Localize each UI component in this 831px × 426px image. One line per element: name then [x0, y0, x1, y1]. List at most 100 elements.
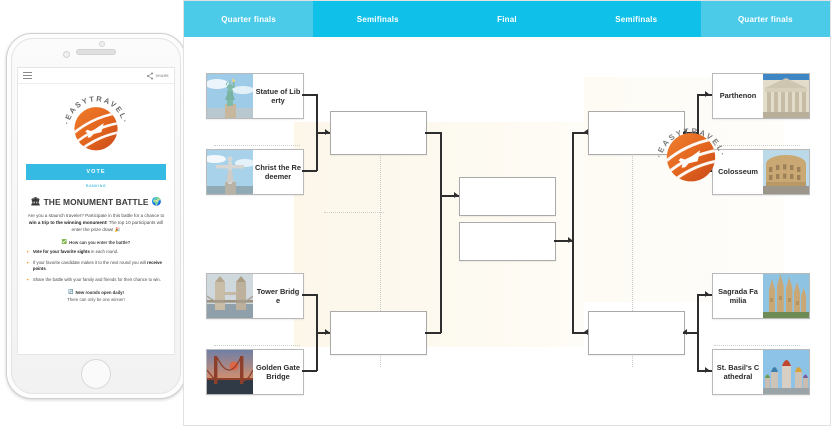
phone-home-button[interactable] — [81, 359, 111, 389]
connector — [697, 294, 712, 296]
refresh-icon: 🔄 — [68, 289, 74, 295]
connector-arrow — [325, 329, 329, 335]
divider-semi-left — [324, 212, 384, 214]
golden-gate-bridge-photo — [207, 350, 253, 394]
connector-arrow — [584, 129, 588, 135]
connector — [683, 132, 697, 134]
app-topbar: SHARE — [18, 68, 174, 84]
bracket-card-sagrada-familia[interactable]: Sagrada Familia — [712, 273, 810, 319]
connector — [440, 195, 459, 197]
connector-arrow — [584, 329, 588, 335]
final-slot-bottom[interactable] — [459, 222, 556, 261]
battle-closing-text: New rounds open daily! — [75, 289, 124, 295]
parthenon-image — [763, 74, 809, 118]
connector — [683, 332, 697, 334]
ranking-link[interactable]: RANKING — [85, 184, 107, 188]
share-button[interactable]: SHARE — [146, 72, 169, 80]
bracket-card-parthenon[interactable]: Parthenon — [712, 73, 810, 119]
list-item: 🔸 If your favorite candidate makes it to… — [25, 260, 167, 273]
semifinal-slot-right-bottom[interactable] — [588, 311, 685, 355]
battle-closing: 🔄 New rounds open daily! — [25, 289, 167, 295]
desc-part-1: Are you a staunch traveler? Participate … — [27, 213, 165, 218]
connector-arrow — [705, 291, 709, 297]
bracket-card-st-basils-cathedral[interactable]: St. Basil's Cathedral — [712, 349, 810, 395]
connector — [572, 238, 574, 333]
semifinal-slot-left-bottom[interactable] — [330, 311, 427, 355]
bracket-card-colosseum[interactable]: Colosseum — [712, 149, 810, 195]
divider-right — [632, 137, 634, 367]
divider-card-right-top — [714, 145, 800, 147]
battle-question: ✅ How can you enter the battle? — [25, 239, 167, 245]
connector — [572, 332, 588, 334]
connector — [425, 132, 441, 134]
connector-arrow — [705, 91, 709, 97]
bracket-card-golden-gate-bridge[interactable]: Golden Gate Bridge — [206, 349, 304, 395]
globe-plane-logo-icon: ·EASYTRAVEL· — [62, 94, 128, 151]
tower-bridge-photo — [207, 274, 253, 318]
divider-card-left-bottom — [214, 345, 300, 347]
semifinal-slot-left-top[interactable] — [330, 111, 427, 155]
golden-gate-bridge-image — [207, 350, 253, 394]
connector — [697, 94, 699, 171]
divider-card-left-top — [214, 145, 300, 147]
phone-speaker — [76, 49, 116, 55]
card-label: Parthenon — [719, 91, 757, 101]
card-label: Christ the Redeemer — [255, 162, 301, 181]
connector — [302, 294, 317, 296]
statue-of-liberty-image — [207, 74, 253, 118]
tab-quarter-finals-left[interactable]: Quarter finals — [184, 1, 314, 37]
bullet-rest: . — [45, 266, 47, 272]
check-icon: ✅ — [61, 239, 68, 245]
list-item: 🔸 Vote for your favorite sights in each … — [25, 249, 167, 255]
tab-final[interactable]: Final — [442, 1, 572, 37]
connector — [697, 294, 699, 371]
phone-sensor-icon — [99, 41, 105, 47]
phone-mockup: SHARE — [6, 33, 186, 399]
connector — [572, 132, 574, 238]
statue-of-liberty-photo — [207, 74, 253, 118]
divider-card-right-bottom — [714, 345, 800, 347]
connector-arrow — [683, 129, 687, 135]
sagrada-familia-photo — [763, 274, 809, 318]
bullet-text: Vote for your favorite sights in each ro… — [33, 249, 118, 255]
vote-button[interactable]: VOTE — [26, 164, 166, 180]
final-slot-top[interactable] — [459, 177, 556, 216]
parthenon-photo — [763, 74, 809, 118]
battle-closing-sub: There can only be one winner! — [67, 297, 125, 303]
tab-semifinals-right[interactable]: Semifinals — [571, 1, 701, 37]
connector — [302, 170, 317, 172]
bullet-icon: 🔸 — [25, 249, 31, 255]
christ-the-redeemer-photo — [207, 150, 253, 194]
bullet-text: Share the battle with your family and fr… — [32, 276, 161, 282]
hamburger-icon[interactable] — [23, 71, 32, 80]
connector — [302, 94, 317, 96]
app-logo: ·EASYTRAVEL· — [18, 84, 174, 162]
bracket-card-christ-the-redeemer[interactable]: Christ the Redeemer — [206, 149, 304, 195]
bullet-bold: Vote for your favorite sights — [32, 249, 90, 255]
divider-left — [380, 137, 382, 367]
bracket-card-tower-bridge[interactable]: Tower Bridge — [206, 273, 304, 319]
connector — [316, 132, 330, 134]
connector — [302, 370, 317, 372]
connector-arrow — [568, 237, 572, 243]
connector — [316, 332, 330, 334]
bullet-pre: If your favorite candidate makes it to t… — [32, 259, 148, 265]
bullet-rest: in each round. — [89, 249, 119, 255]
party-icon: 🎉 — [114, 227, 121, 233]
bracket-card-statue-of-liberty[interactable]: Statue of Liberty — [206, 73, 304, 119]
st-basils-cathedral-photo — [763, 350, 809, 394]
tab-quarter-finals-right[interactable]: Quarter finals — [700, 1, 831, 37]
round-tabs: Quarter finals Semifinals Final Semifina… — [184, 1, 831, 37]
tab-semifinals-left[interactable]: Semifinals — [313, 1, 443, 37]
share-label: SHARE — [155, 73, 169, 78]
connector-arrow — [705, 367, 709, 373]
desc-part-2: ! The top 10 participants will enter the… — [71, 220, 164, 233]
phone-camera-icon — [63, 51, 70, 58]
card-label: Golden Gate Bridge — [256, 362, 300, 381]
center-brand-logo: ·EASYTRAVEL· — [652, 112, 730, 190]
card-label: Statue of Liberty — [255, 86, 301, 105]
phone-screen: SHARE — [17, 67, 175, 355]
bullet-icon: 🔸 — [25, 276, 31, 282]
battle-title-text: THE MONUMENT BATTLE — [43, 197, 149, 207]
card-label: Colosseum — [718, 167, 758, 177]
